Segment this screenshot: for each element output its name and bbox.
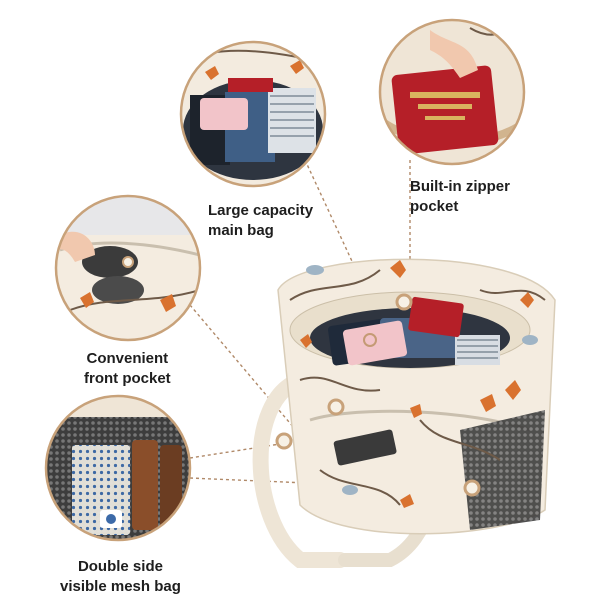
callout-mesh-bag-line1: Double side <box>77 558 163 575</box>
ring-front-pocket <box>54 194 202 342</box>
detail-photo-main-bag <box>181 42 325 186</box>
callout-main-bag-line1: Large capacity <box>208 202 314 219</box>
detail-photo-front-pocket <box>56 196 200 340</box>
ring-main-bag <box>179 40 327 188</box>
callout-main-bag-line2: main bag <box>208 222 274 239</box>
callout-zipper-pocket-line2: pocket <box>410 198 459 215</box>
callout-front-pocket: Convenient front pocket <box>84 349 171 389</box>
callout-main-bag: Large capacity main bag <box>208 201 313 241</box>
tote-bag <box>252 258 556 568</box>
callout-mesh-bag: Double side visible mesh bag <box>60 557 181 597</box>
detail-photo-zipper-pocket <box>380 20 524 164</box>
callout-zipper-pocket: Built-in zipper pocket <box>410 177 510 217</box>
callout-mesh-bag-line2: visible mesh bag <box>60 578 181 595</box>
ring-mesh-bag <box>44 394 192 542</box>
leader-line-front-pocket <box>189 304 301 436</box>
ring-zipper-pocket <box>378 18 526 166</box>
callout-front-pocket-line2: front pocket <box>84 370 171 387</box>
callout-front-pocket-line1: Convenient <box>86 350 169 367</box>
callout-zipper-pocket-line1: Built-in zipper <box>410 178 510 195</box>
